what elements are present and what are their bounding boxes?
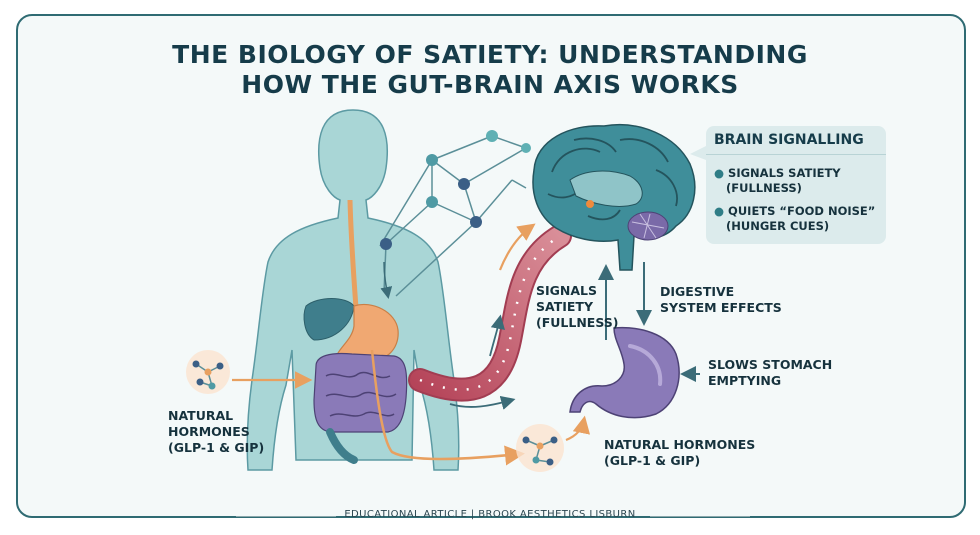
panel-divider [706, 154, 886, 155]
bullet-icon: ● [714, 204, 725, 218]
label-hormones-left: NATURAL HORMONES (GLP-1 & GIP) [168, 408, 265, 455]
panel-item: ●SIGNALS SATIETY (FULLNESS) [714, 166, 841, 195]
label-slows-stomach: SLOWS STOMACH EMPTYING [708, 357, 833, 388]
footer-divider-right [650, 516, 750, 517]
molecule-left-icon [186, 350, 230, 394]
neural-network [379, 135, 527, 297]
panel-item: ●QUIETS “FOOD NOISE” (HUNGER CUES) [714, 204, 876, 233]
bullet-icon: ● [714, 166, 725, 180]
footer-divider-left [236, 516, 336, 517]
stomach-right [569, 326, 680, 419]
brain-signalling-panel [706, 126, 886, 244]
label-digestive-effects: DIGESTIVE SYSTEM EFFECTS [660, 284, 782, 315]
footer-text: EDUCATIONAL ARTICLE | BROOK AESTHETICS L… [344, 509, 636, 520]
label-hormones-right: NATURAL HORMONES (GLP-1 & GIP) [604, 437, 756, 468]
vagus-nerve [408, 223, 572, 410]
brain [532, 124, 696, 271]
label-signals-satiety: SIGNALS SATIETY (FULLNESS) [536, 283, 619, 330]
network-nodes [380, 130, 531, 250]
page-title: THE BIOLOGY OF SATIETY: UNDERSTANDING HO… [172, 40, 808, 99]
diagram-frame [16, 14, 966, 518]
molecule-right-icon [516, 424, 564, 472]
panel-title: BRAIN SIGNALLING [714, 132, 864, 148]
